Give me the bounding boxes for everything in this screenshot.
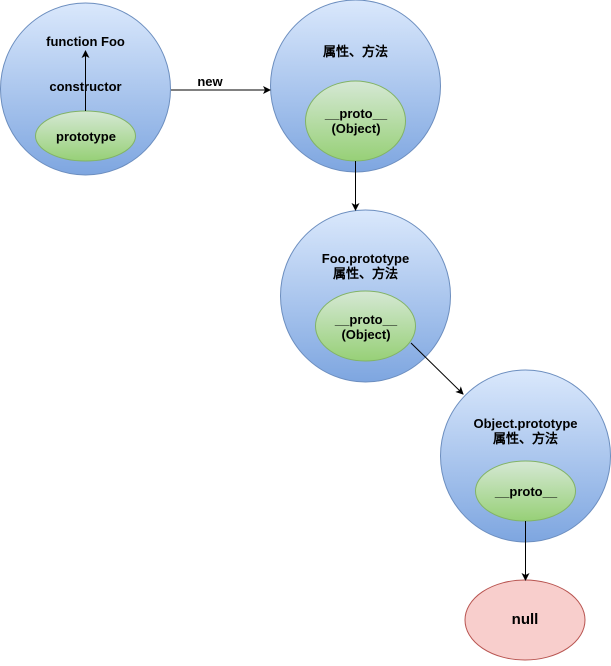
- foo-prototype-title: Foo.prototype 属性、方法: [321, 251, 410, 281]
- foo-prototype-proto-label: __proto__ (Object): [334, 312, 398, 342]
- null-label: null: [511, 611, 539, 628]
- object-prototype-proto-label: __proto__: [494, 484, 558, 499]
- prototype-label: prototype: [56, 129, 116, 144]
- new-edge-label: new: [197, 74, 223, 89]
- instance-title: 属性、方法: [322, 44, 388, 59]
- foo-prototype-proto-ellipse: [315, 290, 416, 362]
- foo-function-title: function Foo: [46, 34, 125, 49]
- foo-prototype-to-object-prototype-arrow: [410, 342, 464, 395]
- constructor-label: constructor: [49, 79, 122, 94]
- instance-proto-label: __proto__ (Object): [324, 106, 388, 136]
- object-prototype-title: Object.prototype 属性、方法: [473, 416, 578, 446]
